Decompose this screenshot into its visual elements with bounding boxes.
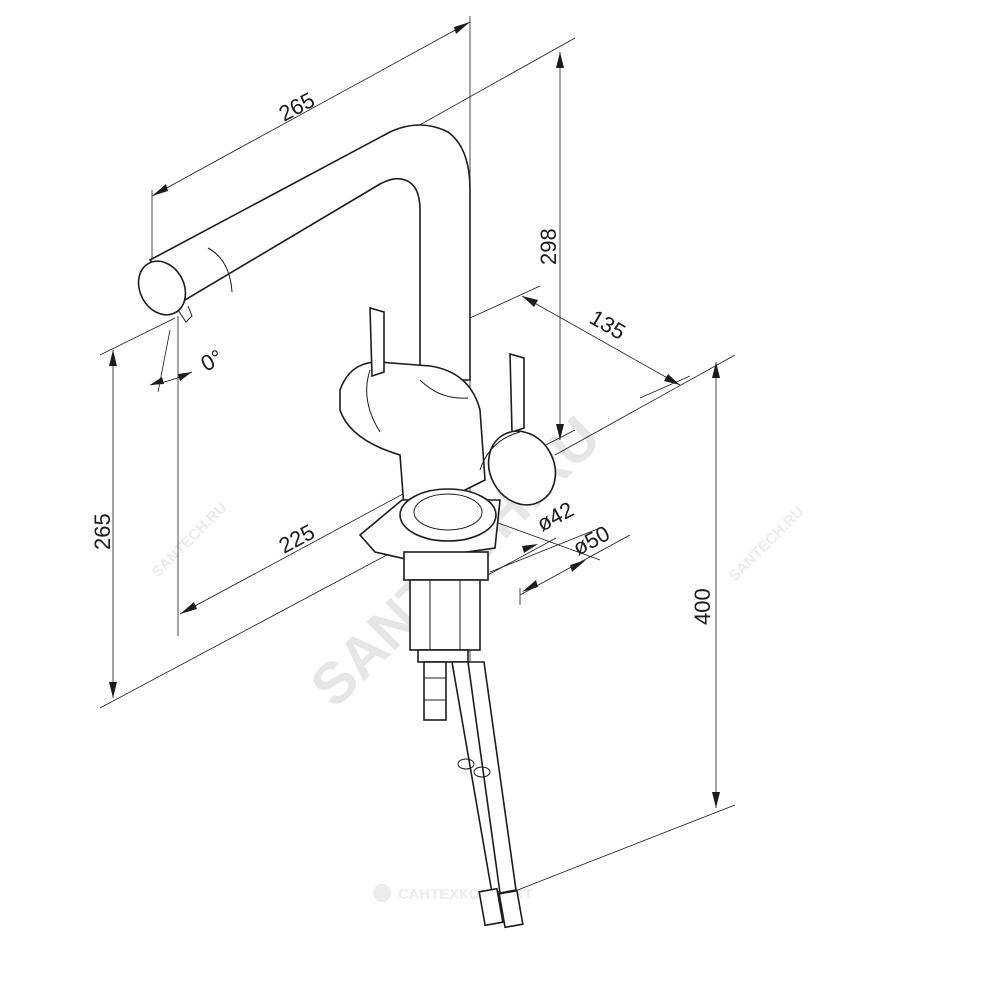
faucet-body: [137, 124, 557, 929]
hose-fitting-left: [478, 887, 504, 927]
dim-line-base-offset: [179, 473, 441, 615]
label-base-offset: 225: [275, 519, 319, 558]
handle-right: [509, 352, 525, 434]
aerator: [137, 260, 187, 316]
dim-line-spout-reach: [151, 21, 471, 197]
connector-stub: [423, 661, 447, 721]
right-handle-knob: [487, 430, 557, 506]
label-total-height: 400: [690, 588, 715, 625]
mounting-nut: [409, 579, 481, 651]
supply-hose-right: [467, 661, 517, 894]
hose-fitting-right: [498, 889, 524, 929]
label-outlet-height: 265: [90, 513, 115, 550]
dim-line-handle-span: [521, 295, 681, 386]
base-ring: [399, 488, 497, 542]
watermark-side-left: SANTECH.RU: [149, 499, 231, 581]
spout: [148, 124, 471, 381]
label-rotation-angle: 0°: [197, 344, 227, 376]
watermark-side-right: SANTECH.RU: [726, 503, 808, 585]
label-base-diameter: ø50: [569, 521, 614, 561]
mixer-body: [339, 361, 486, 522]
label-spout-reach: 265: [275, 87, 319, 126]
watermark-logo-icon: [373, 884, 391, 902]
label-spout-height: 298: [536, 228, 561, 265]
label-handle-span: 135: [586, 305, 630, 345]
mounting-shank: [403, 551, 489, 581]
handle-left: [369, 306, 385, 378]
